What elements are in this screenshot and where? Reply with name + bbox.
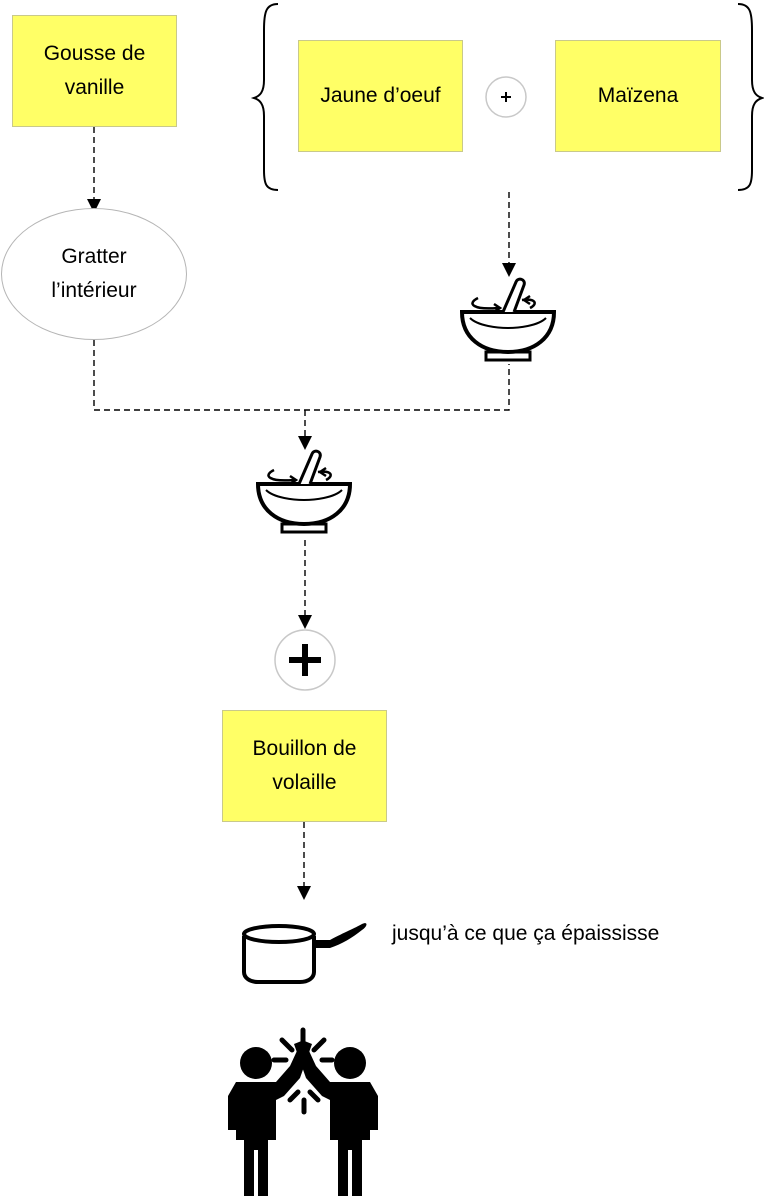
plus-circle-icon [274,629,336,691]
node-bouillon-de-volaille: Bouillon de volaille [222,710,387,822]
mixing-bowl-icon [460,277,556,362]
saucepan-icon [242,923,367,984]
right-brace [737,3,764,191]
node-gousse-de-vanille: Gousse de vanille [12,15,177,127]
mixing-bowl-icon [256,449,352,534]
caption-epaissir: jusqu’à ce que ça épaississe [392,922,660,945]
node-jaune-doeuf: Jaune d’oeuf [298,40,463,152]
node-gratter-interieur: Gratter l’intérieur [1,208,187,340]
left-brace [250,3,279,191]
connector-merge [93,340,510,411]
node-maizena: Maïzena [555,40,721,152]
high-five-icon [228,1027,378,1196]
